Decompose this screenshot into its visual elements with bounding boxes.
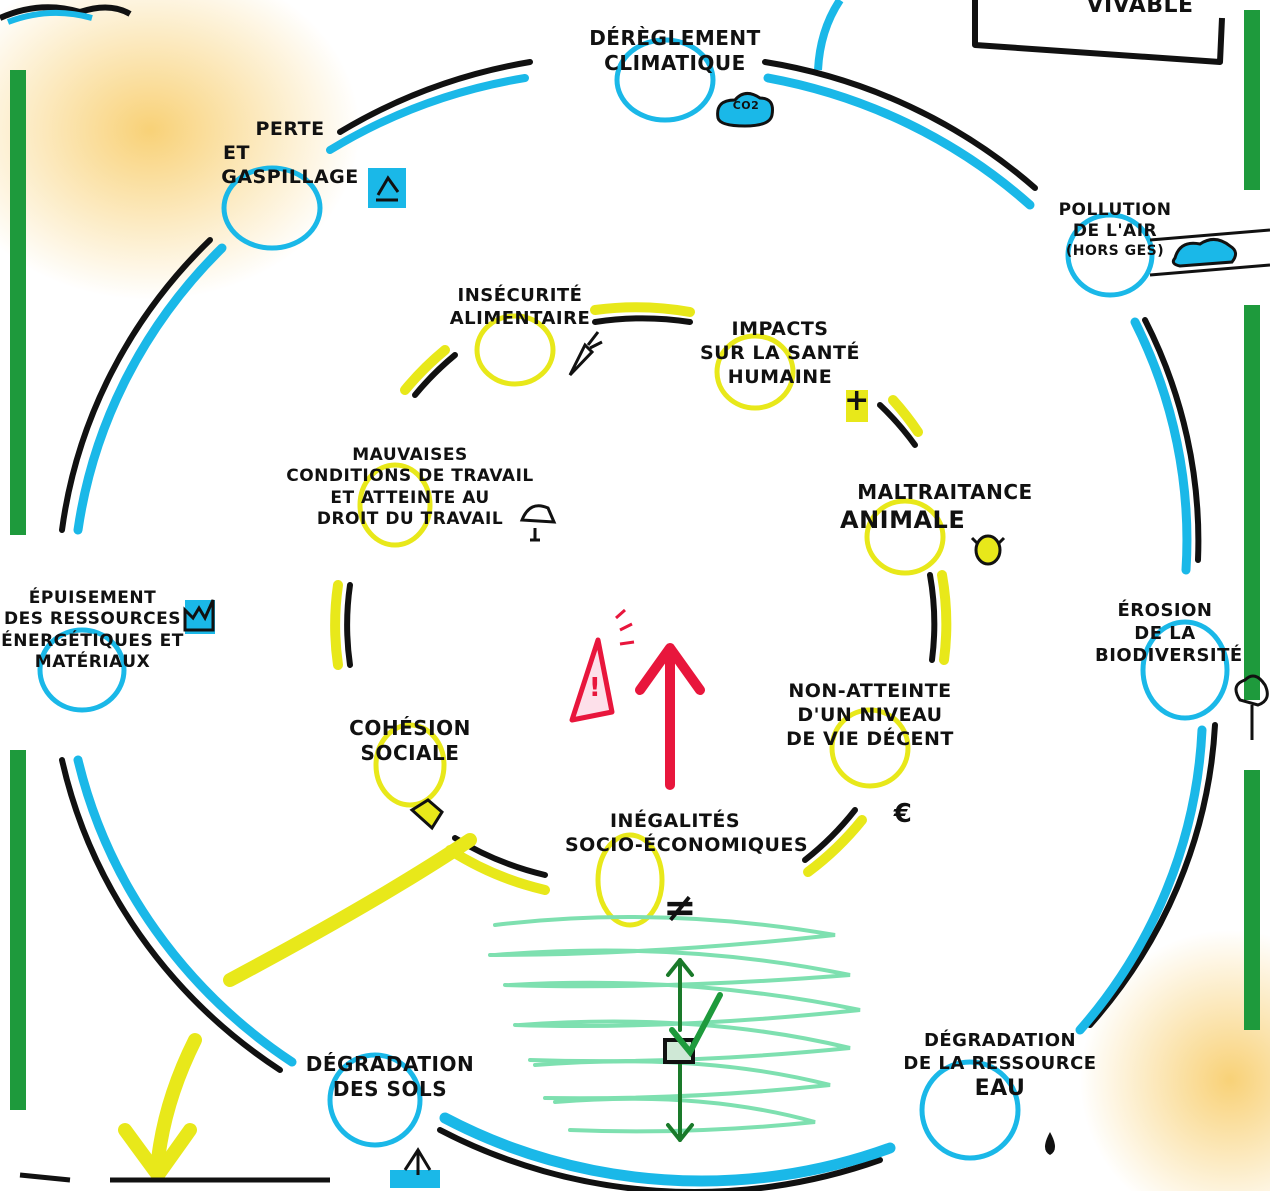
label-line: énergétiques et: [1, 630, 184, 651]
inner-circles: [357, 313, 946, 928]
factory-icon: [183, 599, 215, 634]
label-line: Inégalités: [609, 810, 741, 832]
warning-glyph: !: [583, 672, 607, 705]
carrot-icon: [568, 331, 603, 377]
label-alimentaire: Insécurité alimentaire: [435, 285, 605, 330]
label-line: des ressources: [4, 609, 181, 630]
yellow-arrow-head: [118, 1123, 197, 1182]
label-line: sociale: [360, 741, 460, 765]
cow-icon: [970, 534, 1006, 566]
soil-plant-icon: [390, 1147, 440, 1188]
euro-icon: €: [893, 799, 913, 829]
label-line: de la: [1134, 622, 1196, 644]
label-line: de vie décent: [786, 727, 954, 750]
label-line: et: [223, 141, 250, 164]
green-frame: [10, 10, 1260, 1110]
ground-line: [19, 1172, 330, 1183]
label-line: Insécurité: [457, 285, 583, 306]
warning-exclamation: !: [588, 673, 602, 703]
label-travail: Mauvaises conditions de travail et attei…: [285, 445, 535, 530]
label-line: animale: [840, 506, 966, 534]
icon-co2-text: CO2: [723, 99, 769, 113]
label-line: Épuisement: [28, 588, 157, 608]
label-line: Cohésion: [349, 716, 471, 740]
label-gaspillage: Perte et gaspillage: [215, 118, 365, 189]
label-line: (hors GES): [1065, 242, 1165, 259]
label-animale: Maltraitance animale: [840, 480, 1050, 535]
cloud-co2-icon: [716, 92, 774, 128]
not-equal-icon: ≠: [662, 885, 697, 931]
handshake-icon: [409, 798, 444, 831]
label-sols: Dégradation des sols: [300, 1052, 480, 1102]
label-niveau-vie: Non-atteinte d'un niveau de vie décent: [780, 680, 960, 751]
water-drop-icon: [1045, 1132, 1055, 1155]
label-pollution: Pollution de l'air (hors GES): [1045, 200, 1185, 260]
label-line: Perte: [255, 118, 325, 140]
speech-bubble-top-right: [972, 0, 1225, 65]
label-line: alimentaire: [449, 307, 591, 329]
label-euro-glyph: €: [888, 798, 918, 831]
label-line: Impacts: [731, 318, 829, 340]
label-line: des sols: [332, 1077, 448, 1101]
health-cross-bg: [846, 390, 868, 422]
corner-doodle-top-left: [0, 4, 132, 21]
label-line: Dégradation: [923, 1030, 1077, 1051]
label-line: Dérèglement: [589, 26, 761, 50]
label-cohesion: Cohésion sociale: [340, 716, 480, 766]
label-line: humaine: [727, 365, 833, 388]
label-climat: Dérèglement climatique: [580, 26, 770, 76]
smog-cloud-icon: [1149, 228, 1270, 277]
hard-hat-icon: [519, 504, 557, 542]
label-line: Mauvaises: [352, 445, 468, 465]
label-sante: Impacts sur la santé humaine: [690, 318, 870, 389]
label-line: de la ressource: [903, 1052, 1097, 1074]
label-inegalites: Inégalités socio-économiques: [565, 810, 809, 858]
watercolor-wash-top-left: [0, 0, 360, 300]
label-line: Maltraitance: [857, 480, 1033, 504]
label-biodiversite: Érosion de la biodiversité: [1095, 600, 1243, 668]
label-line: Pollution: [1058, 200, 1172, 220]
label-line: socio-économiques: [565, 833, 809, 856]
label-ressources: Épuisement des ressources énergétiques e…: [0, 588, 185, 673]
label-line: Érosion: [1117, 600, 1213, 621]
label-line: gaspillage: [221, 165, 359, 188]
check-mark-icon: [669, 992, 723, 1058]
warning-triangle-icon: [569, 637, 615, 723]
health-cross-icon: +: [844, 383, 870, 418]
label-line: Non-atteinte: [788, 680, 952, 702]
label-eau: Dégradation de la ressource eau: [900, 1030, 1100, 1103]
label-line: matériaux: [34, 651, 151, 672]
tree-icon: [1234, 674, 1269, 740]
corner-label: VIVABLE: [1086, 0, 1194, 18]
green-arrow: [666, 958, 694, 1142]
label-plus-glyph: +: [844, 382, 870, 420]
outer-ring: [59, 59, 1218, 1191]
label-line: Dégradation: [305, 1052, 475, 1076]
label-line: climatique: [604, 51, 746, 75]
label-line: de l'air: [1072, 221, 1158, 242]
label-line: et atteinte au: [330, 487, 490, 508]
label-line: eau: [974, 1076, 1026, 1101]
watercolor-wash-bottom-right: [1080, 930, 1270, 1191]
rising-arrow-head: [635, 643, 705, 695]
label-line: d'un niveau: [797, 703, 943, 726]
yellow-connector: [223, 833, 477, 987]
water-spiral: [488, 915, 861, 1134]
label-line: droit du travail: [316, 508, 504, 529]
recycle-icon: [368, 168, 406, 208]
outer-circles: [37, 37, 1230, 1161]
corner-text: VIVABLE: [1075, 0, 1205, 20]
label-not-equal-glyph: ≠: [655, 888, 705, 928]
label-line: biodiversité: [1095, 645, 1243, 666]
label-line: sur la santé: [699, 341, 860, 364]
label-line: conditions de travail: [286, 466, 534, 487]
co2-label: CO2: [732, 99, 760, 112]
